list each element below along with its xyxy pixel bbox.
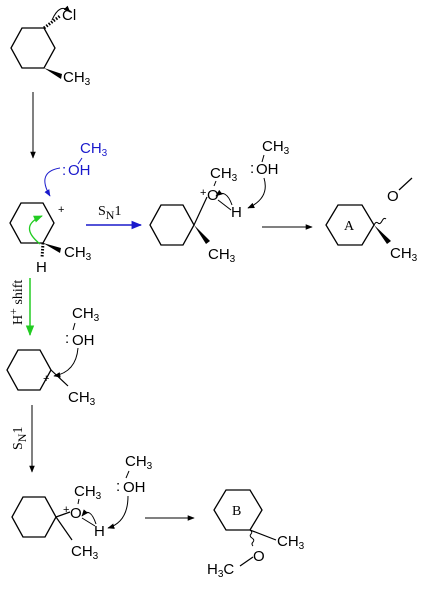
methanol-oh: OH xyxy=(68,162,91,179)
wedge-bond xyxy=(44,68,62,79)
oxygen-label: O xyxy=(207,187,219,204)
methanol-bond xyxy=(261,154,265,163)
methanol-oh: OH xyxy=(256,161,279,178)
o-me-bond xyxy=(398,177,413,191)
methanol-bond xyxy=(77,157,83,165)
methyl-label: CH3 xyxy=(68,389,96,408)
methanol-methyl: CH3 xyxy=(262,138,290,157)
base-arrow-b xyxy=(107,495,129,529)
hydride-shift-arrow xyxy=(28,215,43,245)
carbocation-charge: + xyxy=(43,373,49,385)
tertiary-carbocation: + CH3 CH3 : OH xyxy=(6,305,100,408)
methanol-lone-pair: : xyxy=(250,160,254,177)
oxonium-b: + O CH3 H CH3 CH3 : OH xyxy=(11,453,153,562)
wavy-bond xyxy=(373,217,387,226)
product-b: B CH3 O H3C xyxy=(207,489,305,580)
base-arrow-a xyxy=(247,177,266,209)
deprotonation-arrow-a xyxy=(215,189,233,206)
methyl-bond xyxy=(55,516,73,541)
hydrogen-label: H xyxy=(231,204,242,221)
chlorine-label: Cl xyxy=(62,7,76,24)
cyclohexane-ring xyxy=(325,204,375,246)
wedge-bond xyxy=(194,225,210,244)
nucleophile-arrow xyxy=(44,167,61,197)
cyclohexane-ring xyxy=(11,496,57,538)
oxygen-label: O xyxy=(387,188,399,205)
o-methyl: CH3 xyxy=(74,483,102,502)
o-ch3-bond xyxy=(213,180,217,187)
methanol-lone-pair: : xyxy=(116,478,120,495)
methyl-label: CH3 xyxy=(64,244,92,263)
methanol-methyl: CH3 xyxy=(72,305,100,324)
methanol-oh: OH xyxy=(123,479,146,496)
hashed-bond xyxy=(43,14,61,30)
methanol-bond xyxy=(72,322,76,331)
o-me-bond xyxy=(239,556,254,567)
methyl-label: CH3 xyxy=(63,69,91,88)
carbocation-intermediate: CH3 : OH + CH3 H xyxy=(9,140,108,276)
oxygen-label: O xyxy=(70,505,82,522)
o-methyl: CH3 xyxy=(210,165,238,184)
cyclohexane-ring xyxy=(6,349,52,391)
product-a: A O CH3 xyxy=(325,177,418,264)
methyl-label: CH3 xyxy=(208,246,236,265)
sn1-label: SN1 xyxy=(98,204,121,222)
wedge-bond xyxy=(43,243,61,253)
methyl-label: CH3 xyxy=(390,245,418,264)
methoxy-methyl: H3C xyxy=(207,561,234,580)
hydrogen-label: H xyxy=(36,259,47,276)
methanol-methyl: CH3 xyxy=(80,140,108,159)
methanol-lone-pair: : xyxy=(62,162,66,179)
hydride-shift-step: H+ shift xyxy=(6,278,35,337)
hydrogen-label: H xyxy=(94,523,105,540)
product-b-label: B xyxy=(232,504,241,519)
wavy-bond xyxy=(249,529,255,547)
oxonium-charge: + xyxy=(200,187,206,199)
methanol-methyl: CH3 xyxy=(125,453,153,472)
oxygen-label: O xyxy=(253,548,265,565)
sn1-label: SN1 xyxy=(11,427,29,450)
deprotonation-arrow-b xyxy=(81,509,97,525)
carbocation-charge: + xyxy=(58,204,64,216)
cyclohexane-ring xyxy=(149,204,195,246)
o-ch3-bond xyxy=(77,498,80,505)
c-o-bond xyxy=(193,196,208,226)
sn1-step-a: SN1 xyxy=(86,204,143,230)
sn1-step-b: SN1 xyxy=(11,405,35,473)
methanol-oh: OH xyxy=(72,332,95,349)
oxonium-a: + O CH3 H CH3 CH3 : OH xyxy=(149,138,290,265)
oxonium-charge: + xyxy=(63,504,69,516)
methanol-lone-pair: : xyxy=(65,330,69,347)
methyl-bond xyxy=(50,369,69,387)
wedge-bond xyxy=(374,225,391,244)
hashed-h-bond xyxy=(40,242,45,259)
methyl-label: CH3 xyxy=(71,543,99,562)
shift-label: H+ shift xyxy=(6,280,26,325)
methyl-label: CH3 xyxy=(277,533,305,552)
cyclohexane-ring xyxy=(10,27,56,69)
methanol-bond xyxy=(125,470,130,479)
methyl-bond xyxy=(249,529,277,541)
c-o-bond xyxy=(55,511,71,518)
o-h-bond xyxy=(81,517,96,527)
product-a-label: A xyxy=(344,219,355,234)
starting-material: Cl CH3 xyxy=(10,5,91,88)
o-h-bond xyxy=(217,199,232,211)
leaving-arrow xyxy=(51,5,71,21)
nucleophile-arrow-b xyxy=(53,347,79,378)
